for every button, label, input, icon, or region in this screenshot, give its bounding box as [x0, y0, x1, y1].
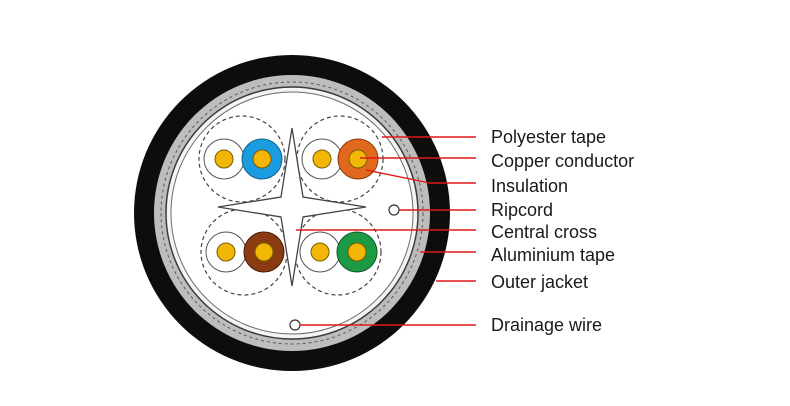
copper-conductor — [252, 149, 272, 169]
label-outer-jacket: Outer jacket — [491, 272, 588, 292]
leader-lines — [296, 136, 476, 326]
central-cross — [217, 127, 367, 287]
copper-conductor — [312, 149, 332, 169]
labels: Polyester tape Copper conductor Insulati… — [491, 127, 634, 335]
copper-conductor — [348, 149, 368, 169]
label-ripcord: Ripcord — [491, 200, 553, 220]
pair-bottom-left — [200, 208, 288, 296]
label-copper-conductor: Copper conductor — [491, 151, 634, 171]
label-polyester-tape: Polyester tape — [491, 127, 606, 147]
label-aluminium-tape: Aluminium tape — [491, 245, 615, 265]
label-drainage-wire: Drainage wire — [491, 315, 602, 335]
copper-conductor — [254, 242, 274, 262]
pair-top-left — [198, 115, 286, 203]
copper-conductor — [347, 242, 367, 262]
label-central-cross: Central cross — [491, 222, 597, 242]
copper-conductor — [310, 242, 330, 262]
drainage-wire — [289, 319, 301, 331]
copper-conductor — [216, 242, 236, 262]
aluminium-tape-inner-line — [160, 81, 424, 345]
leader-insulation — [365, 169, 476, 184]
label-insulation: Insulation — [491, 176, 568, 196]
pair-screen — [198, 115, 286, 203]
ripcord — [388, 204, 400, 216]
copper-conductor — [214, 149, 234, 169]
